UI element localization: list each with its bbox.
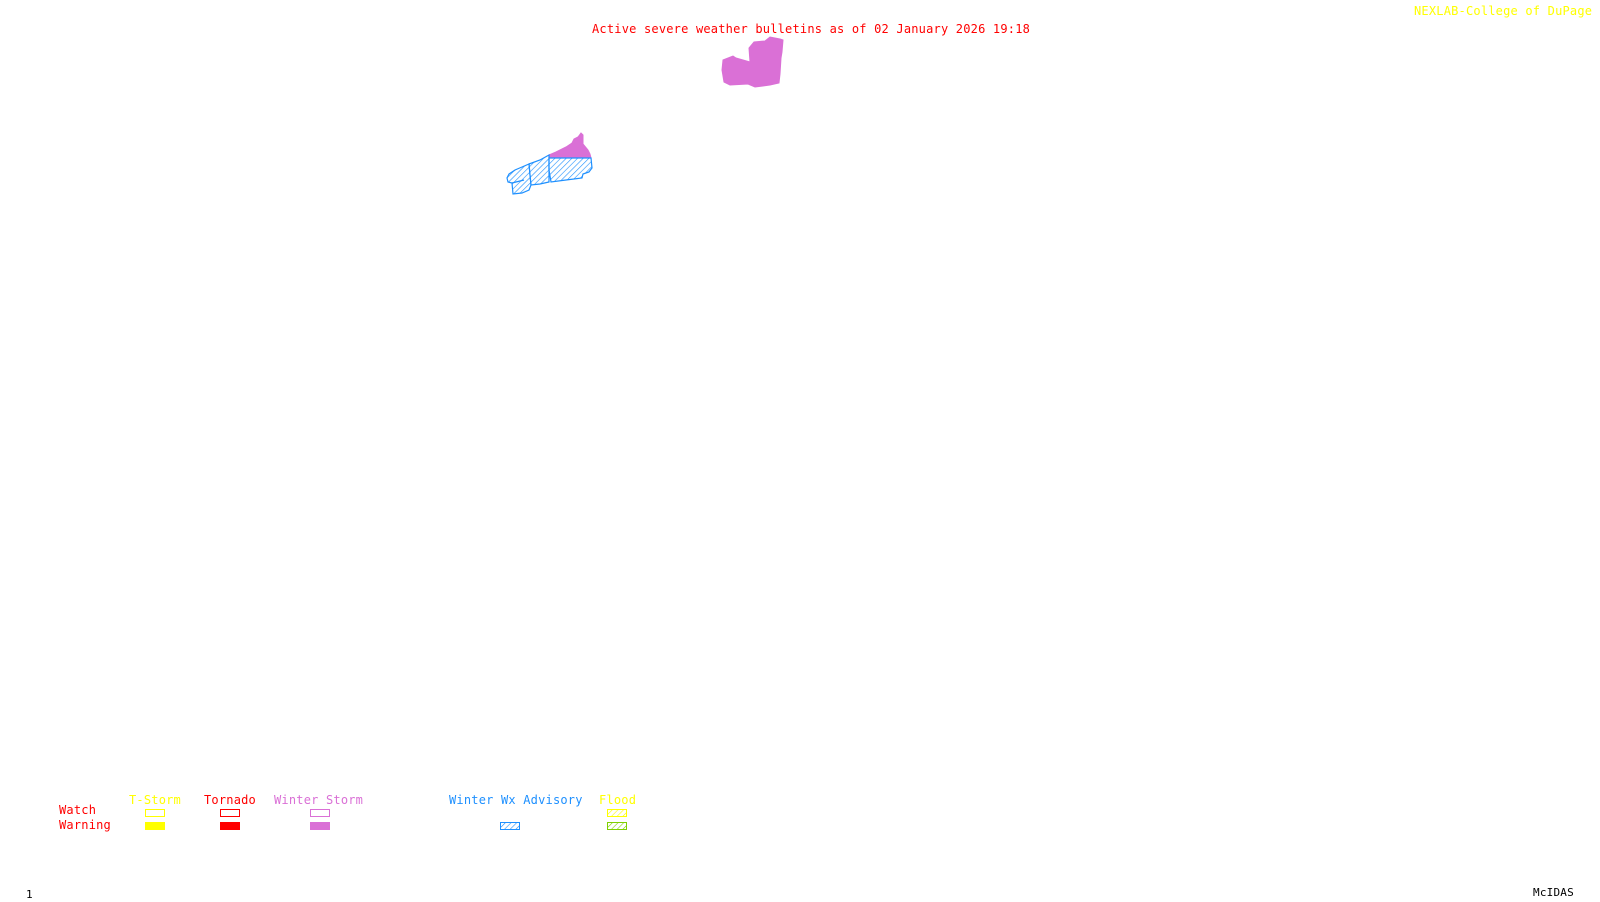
- winter-wx-advisory-area: [549, 158, 592, 182]
- software-label: McIDAS: [1533, 886, 1574, 900]
- winter-storm-warning-area: [549, 133, 591, 158]
- legend-swatch-winter-storm-watch: [310, 809, 330, 817]
- legend-row-warning: Warning: [59, 818, 111, 832]
- legend-swatch-winter-storm-warning: [310, 822, 330, 830]
- legend-swatch-tstorm-warning: [145, 822, 165, 830]
- legend-swatch-flood-warning: [607, 822, 627, 830]
- credit-label: NEXLAB-College of DuPage ⇱: [1414, 4, 1600, 18]
- legend-header-winter-wx-advisory: Winter Wx Advisory: [449, 793, 583, 807]
- legend-header-winter-storm: Winter Storm: [274, 793, 363, 807]
- winter-wx-advisory-area: [507, 164, 531, 194]
- legend-header-tstorm: T-Storm: [129, 793, 181, 807]
- legend-header-flood: Flood: [599, 793, 636, 807]
- legend-swatch-winter-wx-advisory-warning: [500, 822, 520, 830]
- winter-wx-advisory-area: [529, 155, 549, 185]
- map-title: Active severe weather bulletins as of 02…: [592, 22, 1030, 36]
- legend-row-watch: Watch: [59, 803, 96, 817]
- legend-header-tornado: Tornado: [204, 793, 256, 807]
- legend-swatch-tornado-watch: [220, 809, 240, 817]
- legend-swatch-flood-watch: [607, 809, 627, 817]
- winter-storm-warning-area: [722, 37, 783, 87]
- credit-text: NEXLAB-College of DuPage: [1414, 4, 1592, 18]
- legend-swatch-tstorm-watch: [145, 809, 165, 817]
- legend-swatch-tornado-warning: [220, 822, 240, 830]
